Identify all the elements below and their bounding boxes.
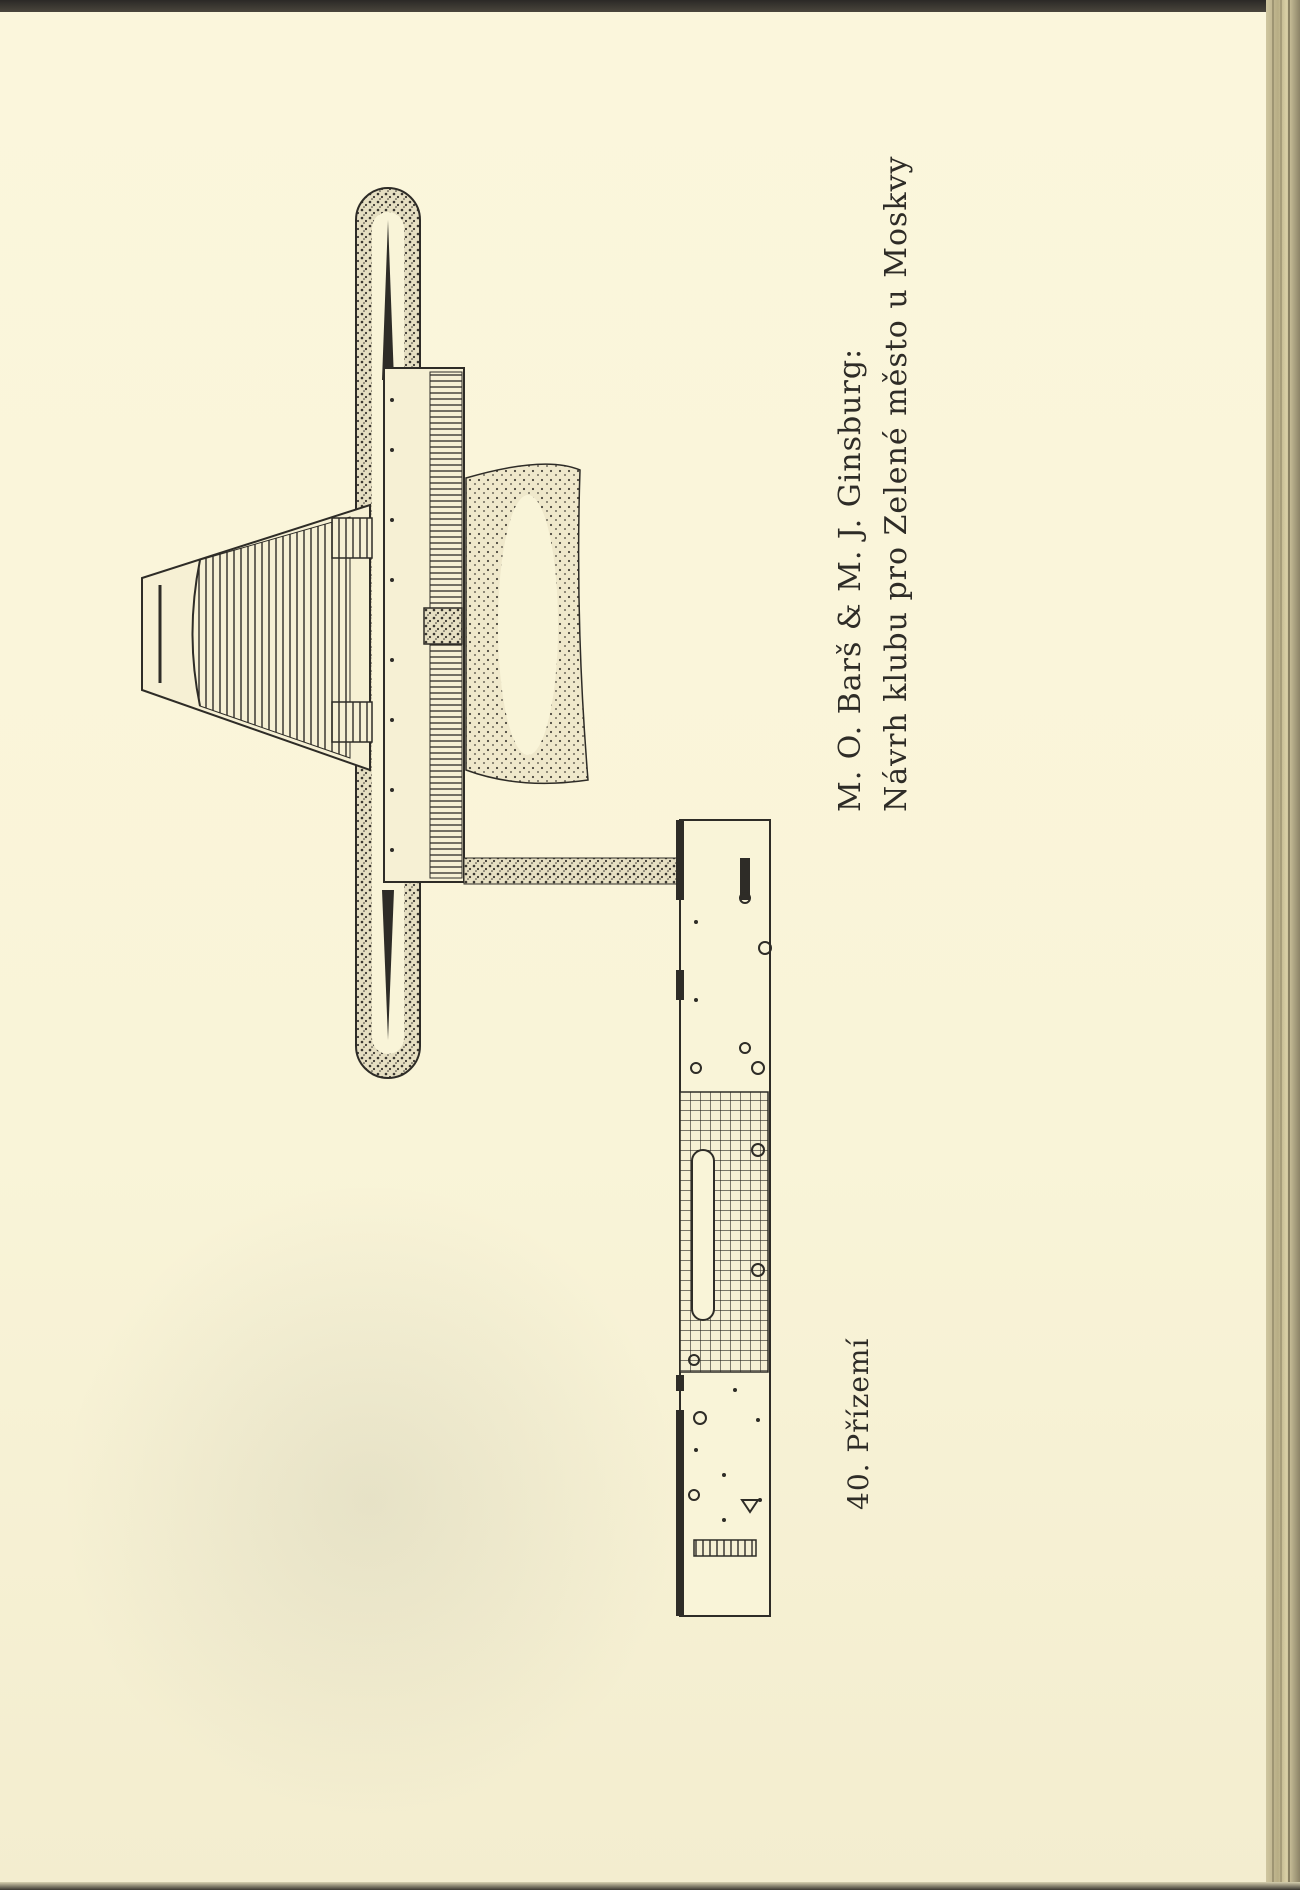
figure-label: 40. Přízemí [842, 1337, 875, 1510]
round-terrace [465, 463, 589, 785]
connecting-path [463, 857, 687, 885]
page-right-edge [1266, 0, 1300, 1890]
auditorium-hall [141, 503, 373, 772]
main-wing [383, 367, 465, 883]
page-top-edge [0, 0, 1300, 12]
ground-floor-block [676, 819, 772, 1617]
caption-authors: M. O. Barš & M. J. Ginsburg: [833, 347, 868, 812]
paper-shadow [60, 1180, 680, 1820]
caption-title: Návrh klubu pro Zelené město u Moskvy [879, 155, 914, 813]
page-bottom-edge [0, 1882, 1300, 1890]
figure-caption: M. O. Barš & M. J. Ginsburg: Návrh klubu… [828, 156, 920, 813]
